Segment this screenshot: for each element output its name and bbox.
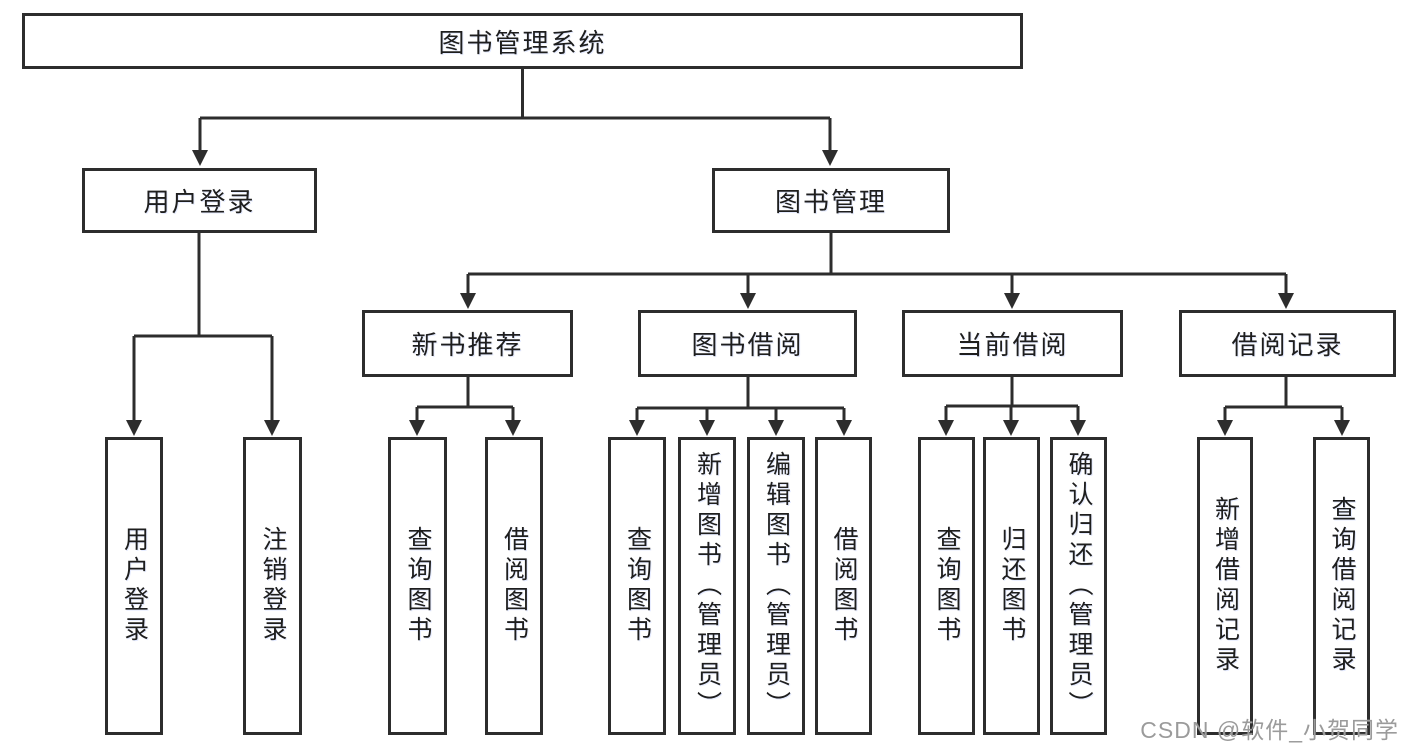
node-book-management: 图书管理 — [712, 168, 950, 233]
leaf-user-login: 用户登录 — [105, 437, 163, 735]
leaf-return-books-label: 归还图书 — [998, 526, 1026, 646]
node-borrow-records-label: 借阅记录 — [1231, 330, 1344, 360]
leaf-query-books-1-label: 查询图书 — [404, 526, 432, 646]
leaf-edit-book-admin-label: 编辑图书（管理员） — [762, 451, 791, 721]
node-book-borrowing: 图书借阅 — [638, 310, 857, 377]
leaf-borrow-books-2-label: 借阅图书 — [830, 526, 858, 646]
leaf-edit-book-admin: 编辑图书（管理员） — [747, 437, 805, 735]
leaf-user-login-label: 用户登录 — [120, 526, 149, 646]
leaf-borrow-books-1: 借阅图书 — [485, 437, 543, 735]
node-new-book-recommend: 新书推荐 — [362, 310, 573, 377]
leaf-add-book-admin: 新增图书（管理员） — [678, 437, 736, 735]
csdn-watermark: CSDN @软件_小贺同学 — [1140, 717, 1399, 743]
leaf-confirm-return-admin-label: 确认归还（管理员） — [1065, 451, 1093, 721]
leaf-confirm-return-admin: 确认归还（管理员） — [1050, 437, 1107, 735]
leaf-query-books-3-label: 查询图书 — [933, 526, 961, 646]
node-root-label: 图书管理系统 — [438, 27, 607, 58]
connector-new-book-children — [409, 377, 521, 436]
node-book-borrowing-label: 图书借阅 — [691, 330, 804, 360]
leaf-query-books-2-label: 查询图书 — [623, 526, 652, 646]
leaf-query-books-3: 查询图书 — [918, 437, 975, 735]
leaf-add-book-admin-label: 新增图书（管理员） — [693, 451, 722, 721]
node-borrow-records: 借阅记录 — [1179, 310, 1396, 377]
node-user-login: 用户登录 — [82, 168, 317, 233]
leaf-logout-label: 注销登录 — [259, 526, 287, 646]
leaf-query-books-1: 查询图书 — [388, 437, 447, 735]
connector-book-borrowing-children — [629, 377, 852, 436]
leaf-query-books-2: 查询图书 — [608, 437, 666, 735]
leaf-add-borrow-record-label: 新增借阅记录 — [1211, 496, 1240, 676]
node-user-login-label: 用户登录 — [143, 187, 256, 217]
connector-current-borrowing-children — [938, 377, 1086, 436]
connector-book-management-children — [460, 233, 1294, 309]
node-root: 图书管理系统 — [22, 13, 1023, 69]
node-book-management-label: 图书管理 — [774, 187, 887, 217]
connector-borrow-records-children — [1217, 377, 1350, 436]
leaf-borrow-books-1-label: 借阅图书 — [500, 526, 529, 646]
leaf-logout: 注销登录 — [243, 437, 302, 735]
leaf-return-books: 归还图书 — [983, 437, 1040, 735]
leaf-borrow-books-2: 借阅图书 — [815, 437, 872, 735]
connector-root-to-level2 — [192, 69, 838, 166]
leaf-query-borrow-record-label: 查询借阅记录 — [1328, 496, 1356, 676]
node-current-borrowing-label: 当前借阅 — [956, 330, 1069, 360]
node-new-book-recommend-label: 新书推荐 — [411, 330, 524, 360]
leaf-add-borrow-record: 新增借阅记录 — [1197, 437, 1253, 735]
connector-user-login-children — [126, 233, 280, 436]
node-current-borrowing: 当前借阅 — [902, 310, 1123, 377]
leaf-query-borrow-record: 查询借阅记录 — [1313, 437, 1370, 735]
